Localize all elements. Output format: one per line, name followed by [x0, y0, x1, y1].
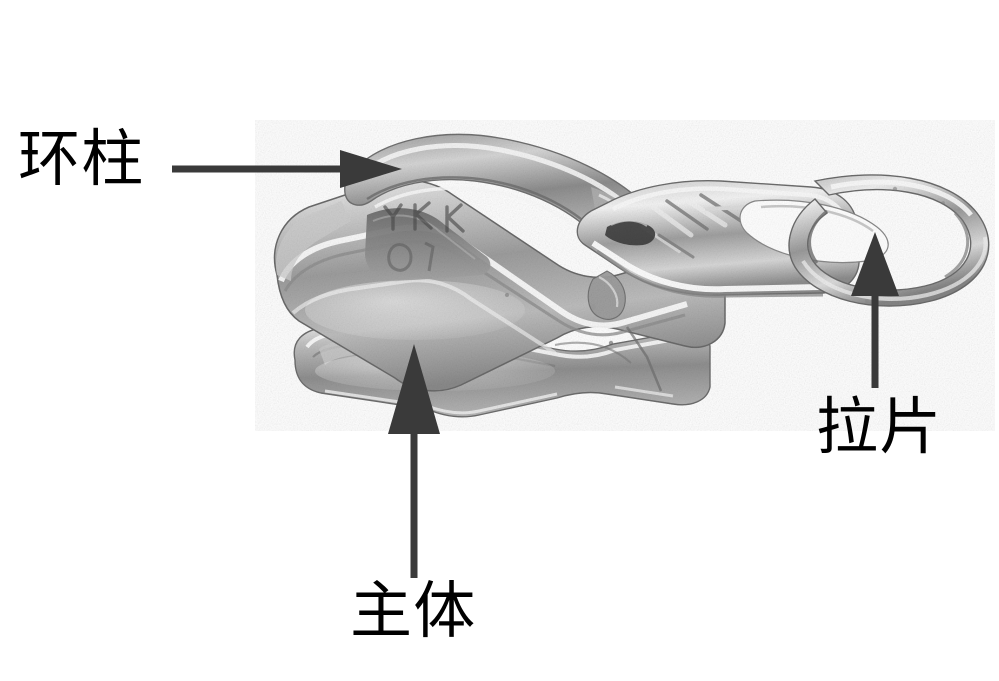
- slider-illustration: [273, 133, 990, 418]
- label-body: 主体: [350, 574, 477, 647]
- pull-tab-part: [576, 174, 990, 320]
- label-pull-tab: 拉片: [816, 390, 943, 463]
- label-ring-post: 环柱: [18, 122, 145, 195]
- brand-engraving: [383, 201, 465, 233]
- zipper-slider-photo: [255, 95, 995, 435]
